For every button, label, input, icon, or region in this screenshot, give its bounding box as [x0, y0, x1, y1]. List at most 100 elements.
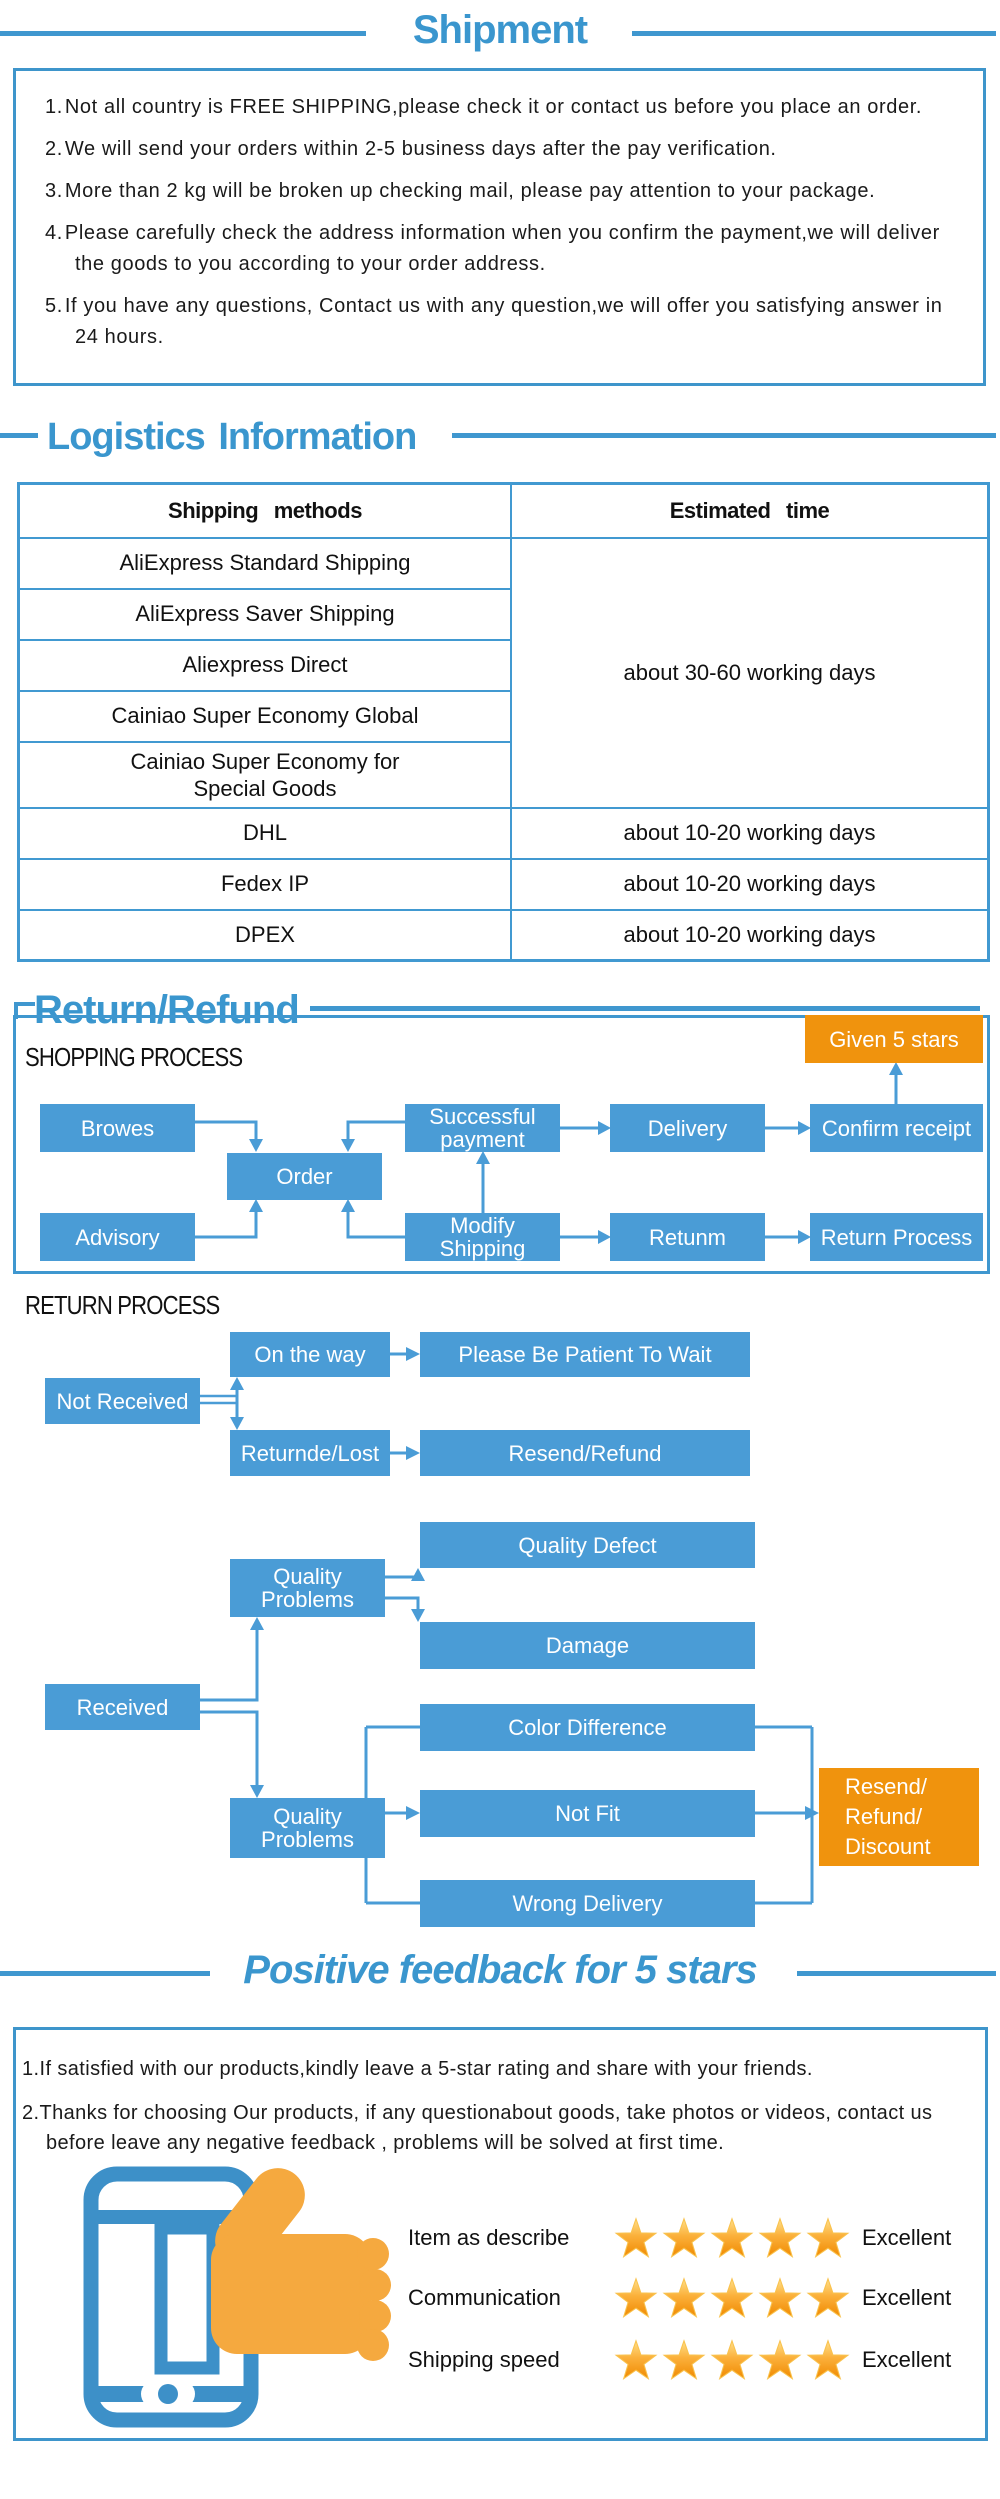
- title-corner-dash: [14, 1002, 35, 1019]
- star-icon: [806, 2339, 850, 2381]
- star-icon: [614, 2339, 658, 2381]
- col-header-shipping-methods: Shipping methods: [17, 482, 512, 539]
- shipment-notes: 1.Not all country is FREE SHIPPING,pleas…: [45, 92, 960, 364]
- divider-line: [632, 31, 996, 36]
- star-icon: [614, 2217, 658, 2259]
- shopping-process-label: SHOPPING PROCESS: [25, 1042, 243, 1072]
- shipment-note: 1.Not all country is FREE SHIPPING,pleas…: [45, 92, 960, 123]
- shipment-note: 2.We will send your orders within 2-5 bu…: [45, 134, 960, 165]
- shipment-note: 5.If you have any questions, Contact us …: [45, 291, 960, 353]
- feedback-note: 1.If satisfied with our products,kindly …: [22, 2054, 974, 2084]
- divider-line: [0, 1971, 210, 1976]
- star-icon: [806, 2277, 850, 2319]
- note-text: More than 2 kg will be broken up checkin…: [64, 180, 876, 202]
- flow-node-on-the-way: On the way: [230, 1332, 390, 1377]
- rating-value: Excellent: [862, 2285, 952, 2310]
- feedback-notes: 1.If satisfied with our products,kindly …: [22, 2054, 974, 2172]
- star-icon: [758, 2277, 802, 2319]
- flow-node-quality-defect: Quality Defect: [420, 1522, 755, 1568]
- star-rating: [614, 2217, 850, 2259]
- phone-thumbs-up-icon: [83, 2166, 391, 2428]
- table-row: Fedex IP about 10-20 working days: [17, 857, 990, 911]
- flow-node-color-difference: Color Difference: [420, 1704, 755, 1751]
- star-icon: [662, 2277, 706, 2319]
- shipment-title: Shipment: [412, 8, 588, 52]
- flow-node-confirm-receipt: Confirm receipt: [810, 1104, 983, 1152]
- flow-node-please-be-patient: Please Be Patient To Wait: [420, 1332, 750, 1377]
- rating-row: Shipping speed Excellent: [408, 2338, 951, 2382]
- thumb-up-icon: [211, 2168, 391, 2361]
- method-cell: Aliexpress Direct: [17, 638, 512, 692]
- note-text: Not all country is FREE SHIPPING,please …: [64, 96, 923, 118]
- flow-node-quality-problems-1: Quality Problems: [230, 1559, 385, 1617]
- time-cell: about 10-20 working days: [510, 806, 990, 860]
- method-cell: Fedex IP: [17, 857, 512, 911]
- flow-node-wrong-delivery: Wrong Delivery: [420, 1880, 755, 1927]
- return-process-label: RETURN PROCESS: [25, 1290, 220, 1320]
- star-icon: [758, 2339, 802, 2381]
- flow-node-not-fit: Not Fit: [420, 1790, 755, 1837]
- time-cell-merged: about 30-60 working days: [510, 536, 990, 809]
- flow-node-retunm: Retunm: [610, 1213, 765, 1261]
- flow-node-received: Received: [45, 1684, 200, 1730]
- table-row: Aliexpress Direct: [17, 638, 989, 692]
- star-icon: [710, 2277, 754, 2319]
- note-number: 3.: [45, 180, 63, 202]
- logistics-table: Shipping methods Estimated time AliExpre…: [17, 482, 990, 962]
- flow-node-given-5-stars: Given 5 stars: [805, 1015, 983, 1063]
- rating-value: Excellent: [862, 2347, 952, 2372]
- flow-node-resend-refund: Resend/Refund: [420, 1430, 750, 1476]
- flow-node-successful-payment: Successful payment: [405, 1104, 560, 1152]
- table-row: DHL about 10-20 working days: [17, 806, 990, 860]
- note-number: 2.: [22, 2102, 40, 2124]
- star-icon: [710, 2217, 754, 2259]
- col-header-estimated-time: Estimated time: [510, 482, 990, 539]
- star-icon: [614, 2277, 658, 2319]
- flow-node-resend-refund-discount: Resend/ Refund/ Discount: [819, 1768, 979, 1866]
- note-text: Thanks for choosing Our products, if any…: [39, 2102, 933, 2154]
- flow-node-modify-shipping: Modify Shipping: [405, 1213, 560, 1261]
- star-icon: [662, 2339, 706, 2381]
- note-text: If satisfied with our products,kindly le…: [39, 2058, 813, 2080]
- rating-row: Item as describe Excellent: [408, 2216, 951, 2260]
- rating-label: Item as describe: [408, 2225, 570, 2250]
- rating-row: Communication Excellent: [408, 2276, 951, 2320]
- flow-node-returnde-lost: Returnde/Lost: [230, 1430, 390, 1476]
- star-icon: [758, 2217, 802, 2259]
- note-number: 1.: [22, 2058, 40, 2080]
- flow-node-quality-problems-2: Quality Problems: [230, 1798, 385, 1858]
- divider-line: [310, 1006, 980, 1011]
- method-cell: Cainiao Super Economy for Special Goods: [17, 740, 512, 809]
- rating-label: Communication: [408, 2285, 561, 2310]
- note-number: 4.: [45, 222, 63, 244]
- note-text: We will send your orders within 2-5 busi…: [64, 138, 777, 160]
- note-number: 1.: [45, 96, 63, 118]
- flow-node-delivery: Delivery: [610, 1104, 765, 1152]
- time-cell: about 10-20 working days: [510, 908, 990, 962]
- method-cell: AliExpress Saver Shipping: [17, 587, 512, 641]
- flow-node-browes: Browes: [40, 1104, 195, 1152]
- divider-line: [0, 433, 38, 438]
- logistics-title: Logistics Information: [47, 416, 417, 458]
- table-row: DPEX about 10-20 working days: [17, 908, 990, 962]
- shopping-process-border: [13, 1015, 990, 1274]
- method-cell: DPEX: [17, 908, 512, 962]
- table-row: Cainiao Super Economy Global: [17, 689, 989, 743]
- rating-label: Shipping speed: [408, 2347, 560, 2372]
- flow-node-damage: Damage: [420, 1622, 755, 1669]
- table-row: AliExpress Standard Shipping about 30-60…: [17, 536, 990, 809]
- note-text: Please carefully check the address infor…: [64, 222, 940, 275]
- shipment-box: [13, 68, 986, 386]
- divider-line: [452, 433, 996, 438]
- table-header-row: Shipping methods Estimated time: [17, 482, 990, 539]
- flow-node-advisory: Advisory: [40, 1213, 195, 1261]
- note-number: 2.: [45, 138, 63, 160]
- method-cell: DHL: [17, 806, 512, 860]
- flow-node-not-received: Not Received: [45, 1378, 200, 1424]
- return-refund-title: Return/Refund: [34, 988, 300, 1032]
- shipment-note: 4.Please carefully check the address inf…: [45, 218, 960, 280]
- flow-node-return-process: Return Process: [810, 1213, 983, 1261]
- feedback-note: 2.Thanks for choosing Our products, if a…: [22, 2098, 974, 2158]
- note-text: If you have any questions, Contact us wi…: [64, 295, 943, 348]
